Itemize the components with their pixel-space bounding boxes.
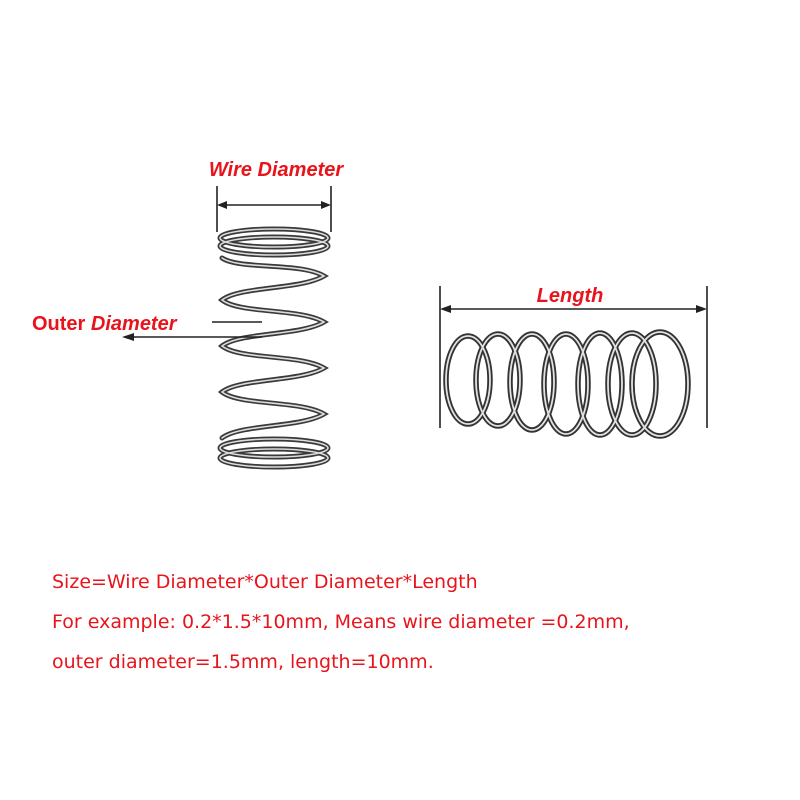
outer-diameter-label: Outer Diameter: [32, 313, 178, 335]
size-description: Size=Wire Diameter*Outer Diameter*Length…: [52, 562, 792, 682]
size-example-continued: outer diameter=1.5mm, length=10mm.: [52, 651, 434, 673]
length-dimension: [439, 286, 708, 428]
length-label: Length: [537, 285, 604, 307]
wire-diameter-dimension: [216, 186, 332, 232]
outer-diameter-suffix: Diameter: [91, 313, 178, 335]
wire-diameter-label: Wire Diameter: [209, 159, 345, 181]
outer-diameter-prefix: Outer: [32, 313, 91, 335]
vertical-spring: [217, 226, 331, 470]
size-example: For example: 0.2*1.5*10mm, Means wire di…: [52, 611, 630, 633]
outer-diameter-pointer: [122, 321, 262, 341]
horizontal-spring: [443, 329, 691, 439]
size-formula: Size=Wire Diameter*Outer Diameter*Length: [52, 571, 478, 593]
